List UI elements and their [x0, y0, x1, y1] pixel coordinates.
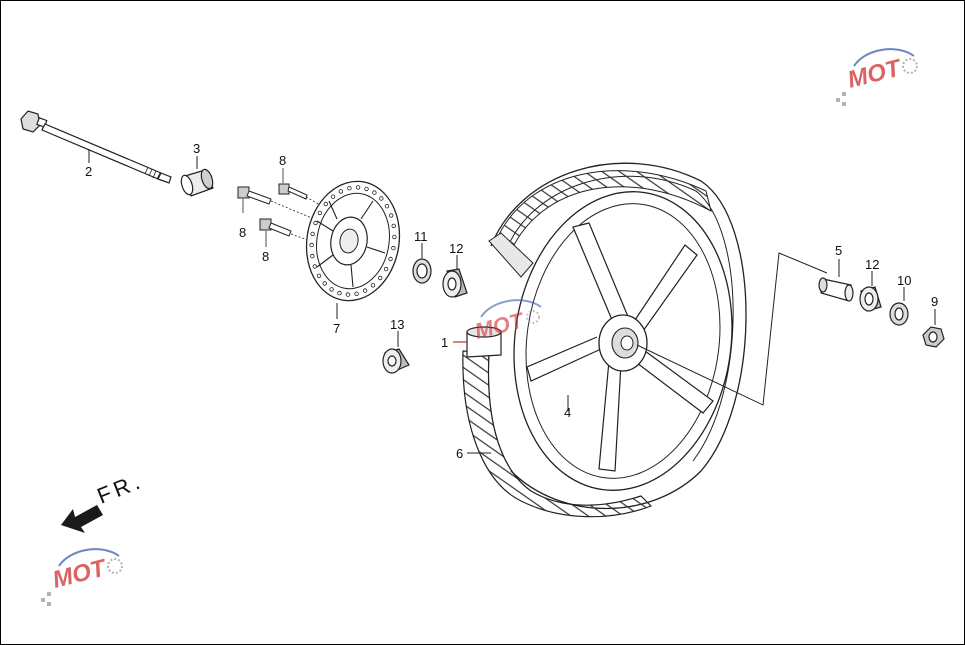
callout-12-right: 12: [865, 257, 879, 272]
svg-text:MOT: MOT: [845, 54, 906, 94]
bearing-lower: [382, 348, 410, 374]
watermark-logo-top-right: MOT: [836, 48, 918, 106]
disc-vent-hole: [312, 264, 317, 269]
disc-vent-hole: [329, 287, 334, 292]
tire-valve: [466, 326, 502, 358]
disc-vent-hole: [310, 231, 315, 237]
watermark-logo-center: MOT: [472, 299, 542, 344]
callout-7: 7: [333, 321, 340, 336]
dust-seal: [412, 258, 432, 284]
callout-13: 13: [390, 317, 404, 332]
callout-10: 10: [897, 273, 911, 288]
disc-vent-hole: [330, 194, 336, 199]
disc-vent-hole: [362, 288, 368, 293]
callout-11: 11: [414, 229, 428, 244]
disc-bolt-middle: [237, 186, 272, 205]
axle-nut: [922, 326, 945, 348]
callout-12-left: 12: [449, 241, 463, 256]
disc-vent-hole: [338, 189, 344, 194]
disc-vent-hole: [317, 210, 323, 216]
bearing-left: [442, 268, 468, 298]
disc-vent-hole: [310, 253, 315, 259]
disc-vent-hole: [388, 256, 393, 262]
disc-vent-hole: [379, 196, 384, 201]
callout-3: 3: [193, 141, 200, 156]
disc-vent-hole: [345, 292, 351, 297]
callout-6: 6: [456, 446, 463, 461]
disc-vent-hole: [364, 186, 369, 192]
disc-vent-hole: [384, 203, 390, 209]
disc-vent-hole: [323, 201, 328, 207]
callout-4: 4: [564, 405, 571, 420]
front-direction-arrow: [61, 505, 103, 533]
disc-vent-hole: [378, 275, 383, 281]
callout-9: 9: [931, 294, 938, 309]
washer-right: [889, 302, 909, 326]
collar: [180, 168, 214, 197]
axle-bolt: [20, 110, 172, 184]
svg-text:MOT: MOT: [50, 554, 111, 594]
front-direction-label: FR.: [94, 468, 147, 509]
wheel-rim: [513, 191, 733, 491]
disc-bolt-top: [278, 183, 308, 200]
bearing-right: [859, 286, 882, 312]
disc-vent-hole: [313, 220, 318, 226]
disc-vent-hole: [347, 185, 352, 191]
disc-vent-hole: [322, 281, 327, 286]
callout-2: 2: [85, 164, 92, 179]
callout-labels: 1 2 3 4 5 6 7 8 8 8 9 10 11 12 12 13: [85, 141, 938, 461]
disc-vent-hole: [354, 291, 359, 296]
disc-vent-hole: [370, 283, 376, 288]
callout-8-bottom: 8: [262, 249, 269, 264]
disc-vent-hole: [337, 290, 342, 296]
disc-vent-hole: [383, 266, 389, 272]
spacer-right: [818, 277, 854, 302]
disc-vent-hole: [372, 190, 377, 195]
disc-vent-hole: [309, 242, 314, 248]
callout-1: 1: [441, 335, 448, 350]
disc-vent-hole: [389, 213, 394, 218]
callout-5: 5: [835, 243, 842, 258]
tire: [462, 162, 747, 518]
callout-8-middle: 8: [239, 225, 246, 240]
disc-vent-hole: [355, 185, 361, 190]
watermark-logo-bottom-left: MOT: [41, 548, 123, 606]
disc-vent-hole: [392, 234, 397, 240]
disc-vent-hole: [316, 273, 322, 278]
disc-bolt-bottom: [259, 218, 292, 237]
svg-text:MOT: MOT: [472, 307, 527, 343]
callout-8-top: 8: [279, 153, 286, 168]
brake-disc: [305, 180, 401, 302]
disc-vent-hole: [391, 223, 396, 229]
disc-vent-hole: [391, 245, 396, 251]
